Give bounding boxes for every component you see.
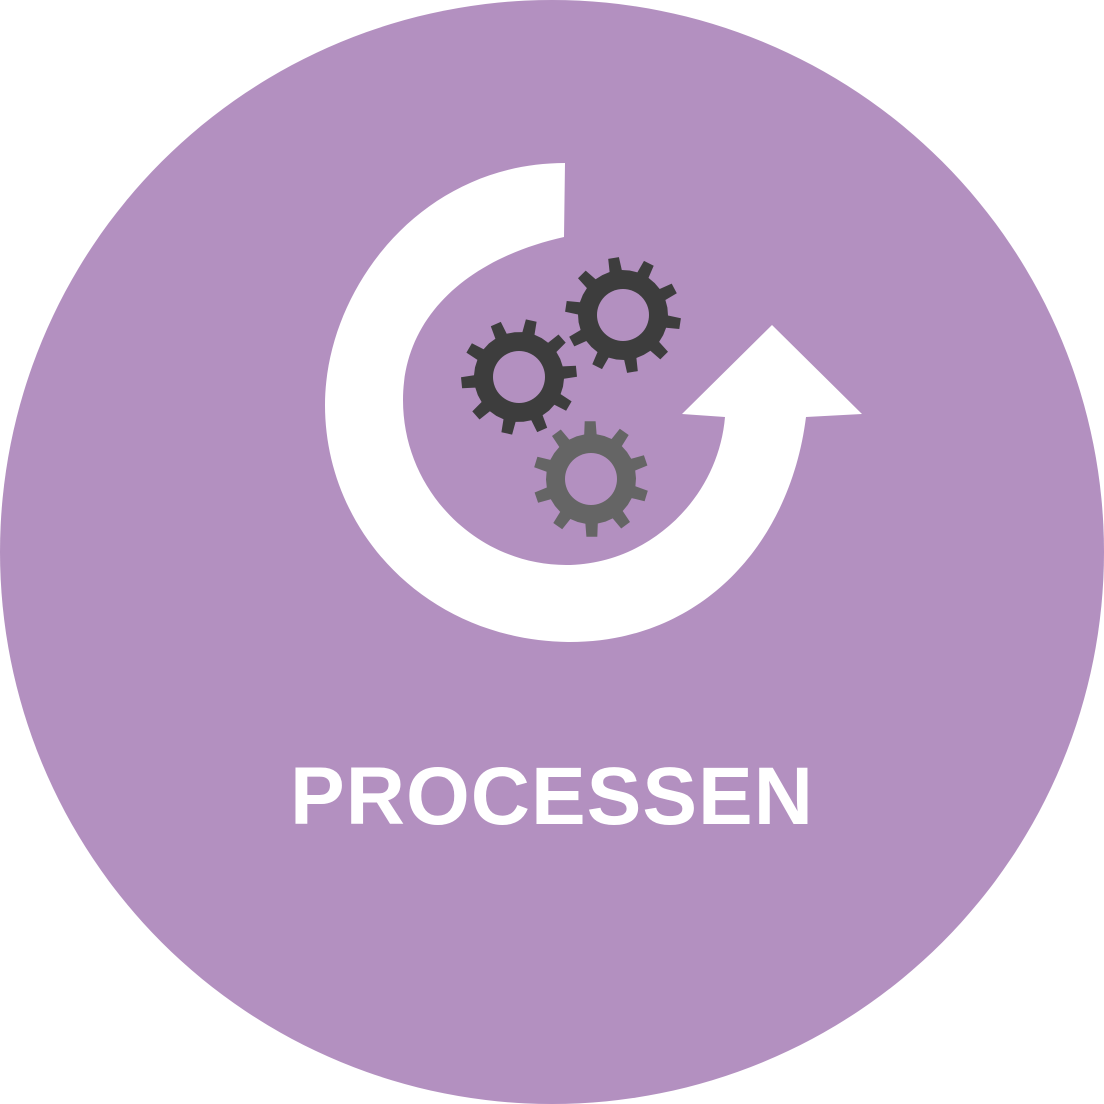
gear-left-icon: [461, 319, 577, 435]
badge-label: PROCESSEN: [290, 751, 814, 842]
gear-bottom-icon: [534, 421, 648, 537]
gear-hole: [565, 453, 617, 505]
gear-top-icon: [565, 257, 681, 373]
gear-hole: [493, 351, 545, 403]
gear-hole: [597, 289, 649, 341]
circular-arrow-icon: [325, 163, 862, 643]
